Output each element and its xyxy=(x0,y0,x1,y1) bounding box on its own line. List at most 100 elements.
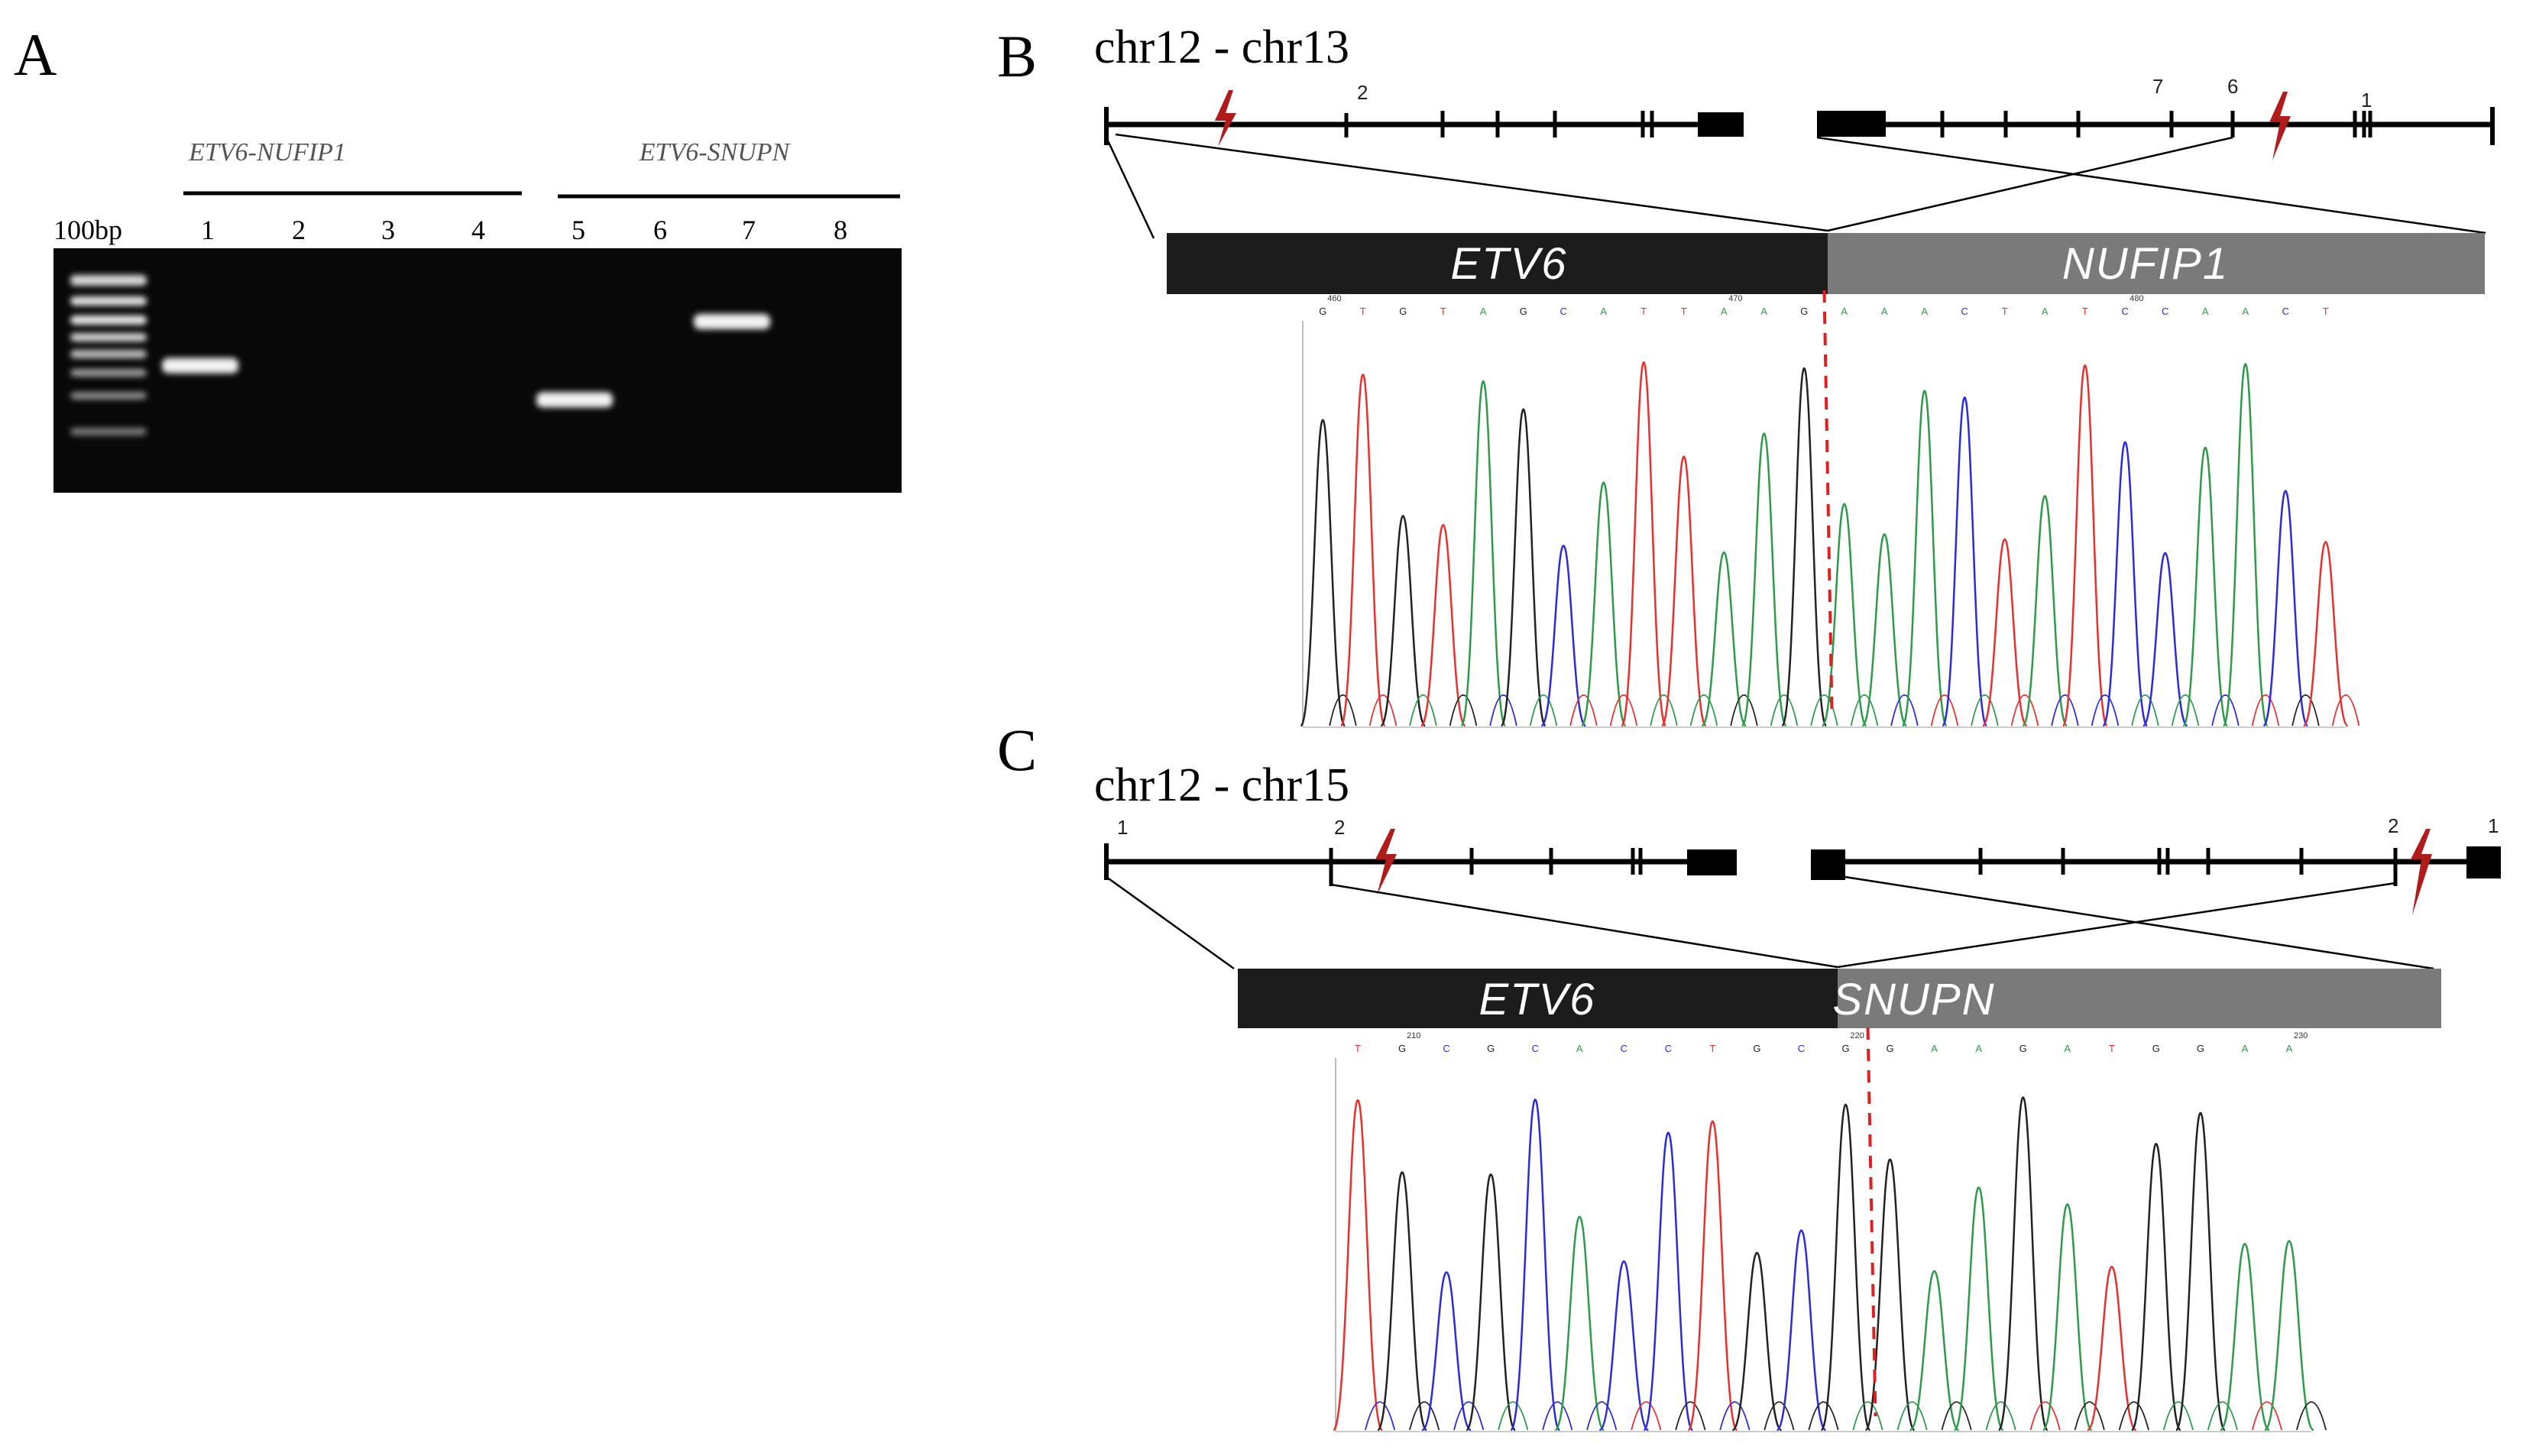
lane-label-4: 4 xyxy=(471,215,485,245)
base-call: A xyxy=(2202,306,2209,317)
trace-noise xyxy=(1453,1401,1485,1431)
trace-peak xyxy=(1660,455,1707,727)
trace-noise xyxy=(1971,694,1999,726)
junction-line xyxy=(1822,290,1834,713)
trace-peak xyxy=(1901,390,1948,727)
chromosome-label-b: chr12 - chr13 xyxy=(1094,21,1349,73)
trace-noise xyxy=(1631,1401,1662,1431)
base-call: C xyxy=(2162,306,2168,317)
base-call: T xyxy=(2082,306,2088,317)
trace-peak xyxy=(1643,1131,1694,1432)
snupn-gene-model-c xyxy=(1811,846,2501,886)
base-call: G xyxy=(1319,306,1326,317)
trace-peak xyxy=(1332,1098,1384,1432)
base-call: A xyxy=(1931,1043,1938,1054)
base-call: A xyxy=(1881,306,1888,317)
breakpoint-icon xyxy=(2411,829,2432,915)
trace-peak xyxy=(2022,495,2068,727)
base-call: A xyxy=(1921,306,1928,317)
trace-peak xyxy=(2262,490,2309,727)
exon-label-c-left-2: 2 xyxy=(1334,816,1345,839)
position-label: 220 xyxy=(1851,1031,1864,1040)
base-call: G xyxy=(1753,1043,1760,1054)
base-call: T xyxy=(1360,306,1366,317)
trace-peak xyxy=(1540,545,1587,727)
trace-peak xyxy=(1421,1271,1472,1432)
base-call: G xyxy=(2197,1043,2204,1054)
trace-noise xyxy=(1529,694,1558,726)
trace-peak xyxy=(2182,446,2229,727)
position-label: 230 xyxy=(2294,1031,2308,1040)
base-call: C xyxy=(1621,1043,1627,1054)
trace-noise xyxy=(1730,694,1758,726)
base-call: A xyxy=(2064,1043,2071,1054)
base-call: A xyxy=(1841,306,1848,317)
trace-peak xyxy=(1909,1270,1960,1432)
base-call: A xyxy=(2042,306,2049,317)
trace-noise xyxy=(1852,1401,1883,1431)
group-label-etv6-snupn: ETV6-SNUPN xyxy=(639,138,792,167)
base-call: A xyxy=(1480,306,1487,317)
fusion-gene-right-c: SNUPN xyxy=(1832,975,1995,1024)
base-call: G xyxy=(1487,1043,1495,1054)
base-call: A xyxy=(1576,1043,1583,1054)
breakpoint-icon xyxy=(2269,92,2291,160)
base-call: G xyxy=(1841,1043,1849,1054)
trace-noise xyxy=(2131,694,2159,726)
gel-bands xyxy=(162,314,770,408)
lane-label-3: 3 xyxy=(381,215,395,245)
trace-noise xyxy=(1449,694,1478,726)
base-call: A xyxy=(1600,306,1607,317)
base-call: T xyxy=(1681,306,1687,317)
trace-noise xyxy=(2331,694,2360,726)
trace-noise xyxy=(2051,694,2079,726)
base-call: C xyxy=(1798,1043,1805,1054)
trace-peak xyxy=(1500,408,1547,727)
trace-noise xyxy=(2010,694,2039,726)
trace-noise xyxy=(2091,694,2120,726)
base-call: C xyxy=(1961,306,1968,317)
base-call: T xyxy=(2323,306,2329,317)
panel-b: B chr12 - chr13 2 xyxy=(997,21,2495,728)
trace-peak xyxy=(1821,503,1867,727)
trace-noise xyxy=(1808,1401,1839,1431)
trace-noise xyxy=(1569,694,1598,726)
trace-peak xyxy=(1981,538,2028,727)
panel-a: A ETV6-NUFIP1 ETV6-SNUPN 100bp 1 2 3 4 5… xyxy=(14,21,902,493)
trace-peak xyxy=(1741,432,1787,727)
trace-peak xyxy=(1701,551,1747,727)
trace-noise xyxy=(1930,694,1959,726)
trace-noise xyxy=(1365,1401,1396,1431)
trace-noise xyxy=(2029,1401,2061,1431)
breakpoint-icon xyxy=(1375,829,1397,895)
trace-noise xyxy=(1675,1401,1706,1431)
trace-noise xyxy=(2118,1401,2149,1431)
trace-peak xyxy=(2042,1203,2093,1432)
trace-noise xyxy=(1409,1401,1440,1431)
chromosome-label-c: chr12 - chr15 xyxy=(1094,759,1349,811)
position-label: 210 xyxy=(1407,1031,1420,1040)
trace-noise xyxy=(2211,694,2240,726)
fusion-connectors-c xyxy=(1106,875,2434,970)
trace-noise xyxy=(1689,694,1718,726)
panel-b-letter: B xyxy=(997,23,1037,89)
ladder xyxy=(70,275,147,435)
base-call: T xyxy=(1640,306,1647,317)
base-call: A xyxy=(1721,306,1728,317)
base-call: G xyxy=(1800,306,1808,317)
trace-noise xyxy=(1650,694,1678,726)
base-call: T xyxy=(2002,306,2008,317)
trace-peak xyxy=(1687,1120,1738,1432)
trace-peak xyxy=(1731,1251,1783,1432)
trace-peak xyxy=(1997,1096,2049,1432)
base-call: G xyxy=(2152,1043,2160,1054)
trace-noise xyxy=(2251,1401,2282,1431)
trace-peak xyxy=(2061,364,2108,727)
base-call: A xyxy=(2242,1043,2249,1054)
nufip1-gene-model-b xyxy=(1817,107,2495,145)
base-call: A xyxy=(1760,306,1767,317)
junction-line xyxy=(1866,1027,1877,1417)
trace-noise xyxy=(1810,694,1838,726)
